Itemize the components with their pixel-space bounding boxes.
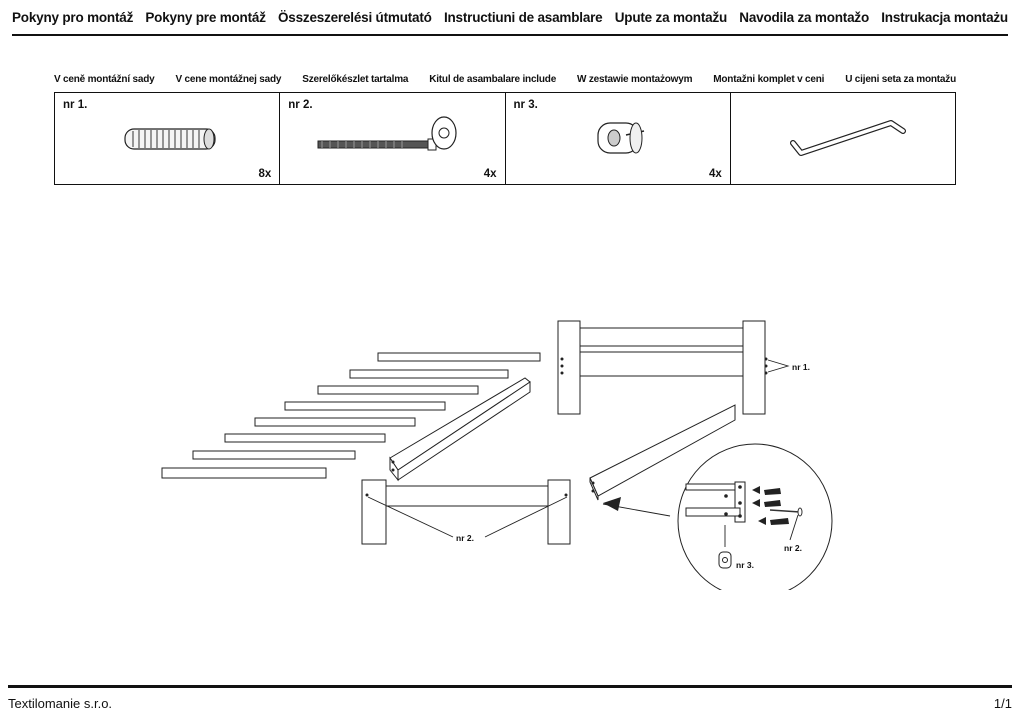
part-number: nr 2.: [288, 99, 313, 111]
part-quantity: 4x: [708, 168, 722, 180]
bolt-icon: [317, 116, 457, 151]
part-number: nr 3.: [513, 99, 538, 111]
title-sk: Pokyny pre montáž: [145, 9, 266, 25]
title-hu: Összeszerelési útmutató: [277, 9, 432, 25]
detail-bolt: [769, 507, 803, 517]
part-quantity: 4x: [483, 168, 497, 180]
dowel-holes: [365, 357, 768, 518]
parts-header-ro: Kitul de asambalare include: [429, 73, 557, 85]
page-number: 1/1: [993, 696, 1012, 711]
leader-lines: [367, 359, 799, 547]
parts-header-cs: V ceně montážní sady: [54, 73, 155, 85]
assembly-arrow: [603, 486, 766, 525]
bed-slat: [224, 433, 386, 443]
label-nr3-detail: nr 3.: [736, 560, 754, 570]
side-rail-left: [389, 377, 531, 482]
parts-table: nr 1. 8x nr 2.: [54, 92, 956, 185]
footer-divider: [8, 685, 1012, 688]
bed-slat: [161, 467, 327, 479]
parts-header-pl: W zestawie montażowym: [577, 73, 693, 85]
barrel-nut-icon: [596, 122, 644, 154]
label-nr2-frame: nr 2.: [456, 533, 474, 543]
part-quantity: 8x: [258, 168, 272, 180]
title-cs: Pokyny pro montáž: [12, 9, 134, 25]
title-hr: Upute za montažu: [614, 9, 728, 25]
footboard: [361, 479, 571, 545]
detail-dowels: [764, 488, 789, 525]
part-cell-3: nr 3. 4x: [506, 93, 731, 184]
label-nr2-detail: nr 2.: [784, 543, 802, 553]
part-cell-2: nr 2. 4x: [280, 93, 506, 184]
parts-header-sl: Montažni komplet v ceni: [713, 73, 825, 85]
detail-magnifier: [677, 443, 833, 590]
allen-key-icon: [789, 120, 906, 156]
part-cell-4: [731, 93, 955, 184]
assembly-diagram: nr 1. nr 2. nr 2. nr 3.: [161, 320, 833, 590]
company-name: Textilomanie s.r.o.: [8, 696, 113, 711]
headboard: [557, 320, 766, 415]
bed-slat: [377, 352, 541, 362]
parts-header-hr: U cijeni seta za montažu: [845, 73, 956, 85]
bed-slat: [192, 450, 356, 460]
parts-header: V ceně montážní sady V cene montážnej sa…: [54, 71, 956, 87]
title-ro: Instructiuni de asamblare: [443, 9, 603, 25]
title-pl: Instrukacja montażu: [881, 9, 1008, 25]
bed-slat: [254, 417, 416, 427]
part-number: nr 1.: [63, 99, 88, 111]
detail-barrel-nut: [718, 551, 732, 569]
title-bar: Pokyny pro montáž Pokyny pre montáž Össz…: [12, 0, 1008, 34]
label-nr1: nr 1.: [792, 362, 810, 372]
title-sl: Navodila za montažo: [739, 9, 870, 25]
bed-slat: [317, 385, 479, 395]
bed-slat: [349, 369, 509, 379]
parts-header-hu: Szerelőkészlet tartalma: [302, 73, 409, 85]
wooden-dowel-icon: [124, 128, 216, 150]
bed-slat: [284, 401, 446, 411]
side-rail-right: [589, 404, 736, 501]
part-cell-1: nr 1. 8x: [55, 93, 281, 184]
title-divider: [12, 34, 1008, 36]
parts-header-sk: V cene montážnej sady: [175, 73, 282, 85]
